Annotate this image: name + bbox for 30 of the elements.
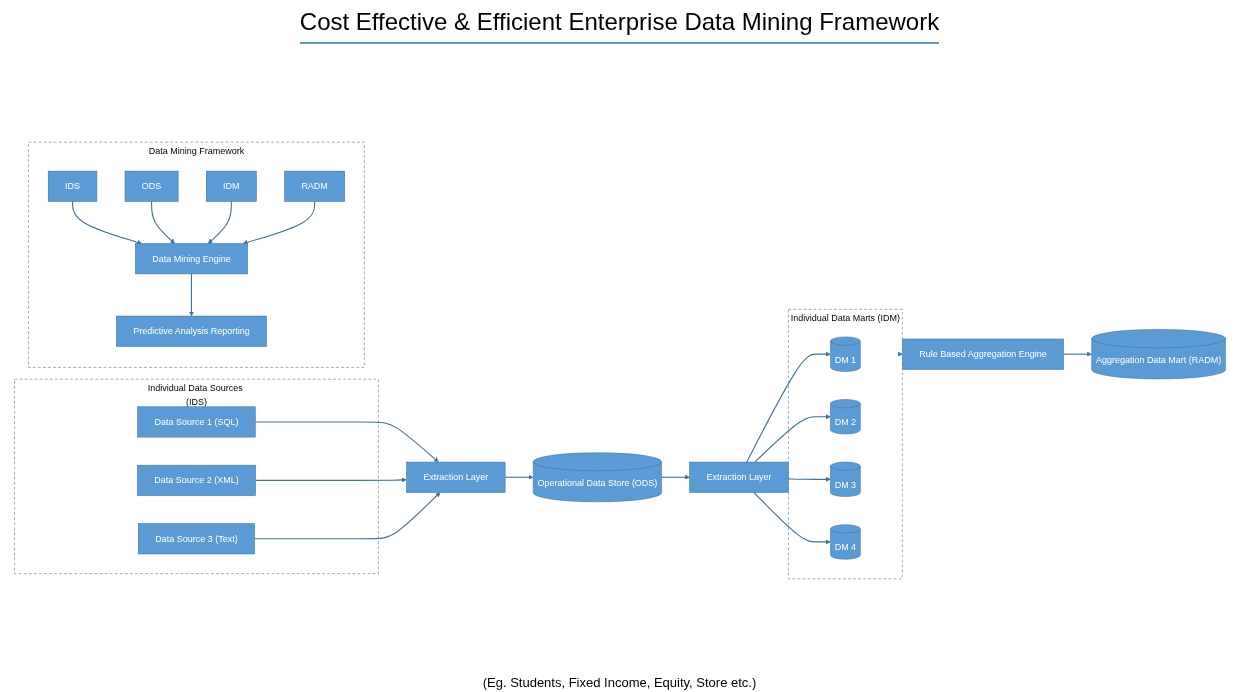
node-box: Data Source 2 (XML) — [136, 464, 256, 496]
arrow — [745, 351, 831, 463]
node-box: Data Source 1 (SQL) — [136, 406, 256, 438]
node-box: Extraction Layer — [688, 461, 789, 493]
node-box: IDM — [205, 170, 257, 202]
arrow — [253, 492, 440, 540]
arrow — [897, 351, 903, 357]
arrow — [660, 474, 690, 480]
arrow — [1062, 351, 1092, 357]
node-box: Data Source 3 (Text) — [137, 523, 255, 555]
arrow — [504, 474, 533, 480]
arrow — [150, 200, 175, 244]
arrow — [207, 200, 232, 244]
note-text: (Eg. Students, Fixed Income, Equity, Store etc.) — [482, 675, 757, 690]
arrow — [254, 421, 439, 463]
arrow — [753, 414, 831, 463]
arrow — [254, 477, 407, 483]
node-box: ODS — [124, 170, 178, 202]
node-box: Data Mining Engine — [134, 243, 248, 275]
arrow — [787, 476, 831, 482]
node-box: Rule Based Aggregation Engine — [901, 338, 1064, 370]
node-box: Extraction Layer — [405, 461, 505, 493]
node-box: Predictive Analysis Reporting — [115, 315, 267, 347]
arrow — [188, 273, 194, 317]
node-box: RADM — [283, 170, 345, 202]
diagram-title: Cost Effective & Efficient Enterprise Data Mining Framework — [299, 8, 940, 44]
arrow — [71, 200, 142, 245]
arrow — [752, 491, 831, 545]
node-box: IDS — [47, 170, 97, 202]
arrow — [242, 200, 315, 245]
